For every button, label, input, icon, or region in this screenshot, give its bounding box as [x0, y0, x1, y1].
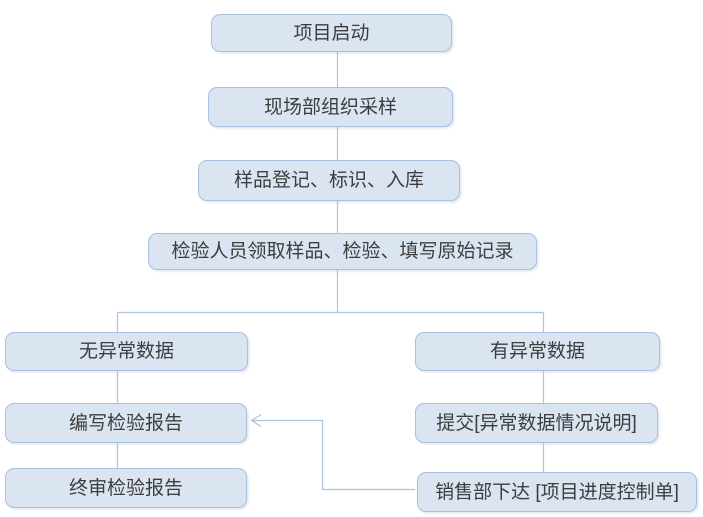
node-project-start: 项目启动: [211, 14, 452, 52]
node-final-review: 终审检验报告: [5, 468, 247, 508]
edge-sales-to-write-feedback: [253, 419, 415, 491]
node-inspection-record: 检验人员领取样品、检验、填写原始记录: [148, 233, 537, 270]
node-sample-register: 样品登记、标识、入库: [198, 160, 460, 201]
node-submit-abnormal: 提交[异常数据情况说明]: [415, 403, 658, 443]
node-abnormal-data: 有异常数据: [415, 332, 660, 371]
node-no-abnormal-data: 无异常数据: [5, 332, 248, 371]
feedback-arrowhead-icon: [250, 413, 262, 428]
node-field-sampling: 现场部组织采样: [208, 87, 453, 127]
node-sales-control: 销售部下达 [项目进度控制单]: [417, 472, 697, 512]
node-write-report: 编写检验报告: [5, 403, 247, 443]
